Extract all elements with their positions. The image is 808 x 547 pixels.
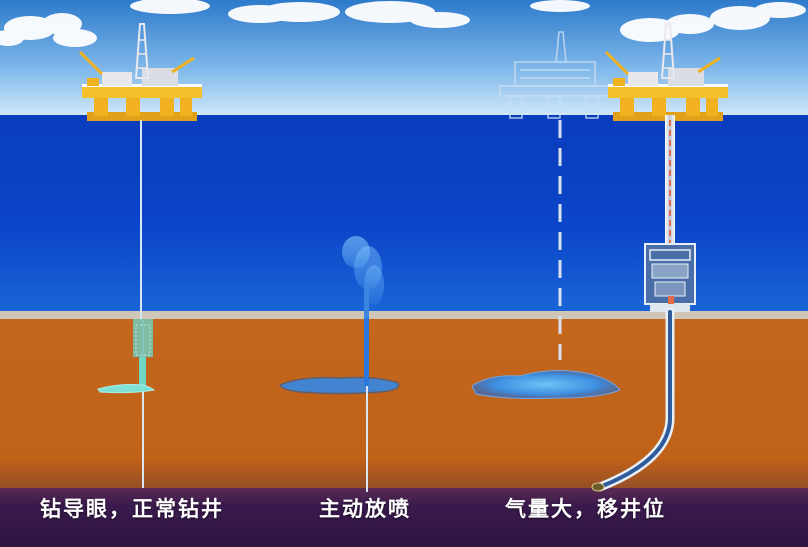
- scenario-1-drilling: [78, 22, 204, 488]
- caption-active-blowout: 主动放喷: [319, 497, 411, 521]
- gas-flow-column: [364, 318, 369, 386]
- gas-pocket-small: [97, 384, 156, 394]
- gas-pocket-large: [471, 369, 621, 399]
- clouds: [0, 0, 806, 47]
- gas-pocket-medium: [279, 376, 400, 395]
- caption-move-well: 气量大，移井位: [505, 497, 666, 521]
- scenario-2-blowout: [279, 236, 400, 492]
- scenario-3-relocate: [471, 22, 730, 492]
- caption-pilot-hole: 钻导眼，正常钻井: [40, 497, 224, 521]
- bop-stack: [644, 243, 696, 306]
- caption-band: [0, 488, 808, 547]
- seabed-line: [0, 311, 808, 319]
- gas-bubble-column: [133, 319, 153, 387]
- directional-well-inner: [598, 310, 672, 489]
- seabed-soil: [0, 319, 808, 494]
- drill-bit: [591, 482, 605, 492]
- gas-spray-plume: [342, 236, 384, 318]
